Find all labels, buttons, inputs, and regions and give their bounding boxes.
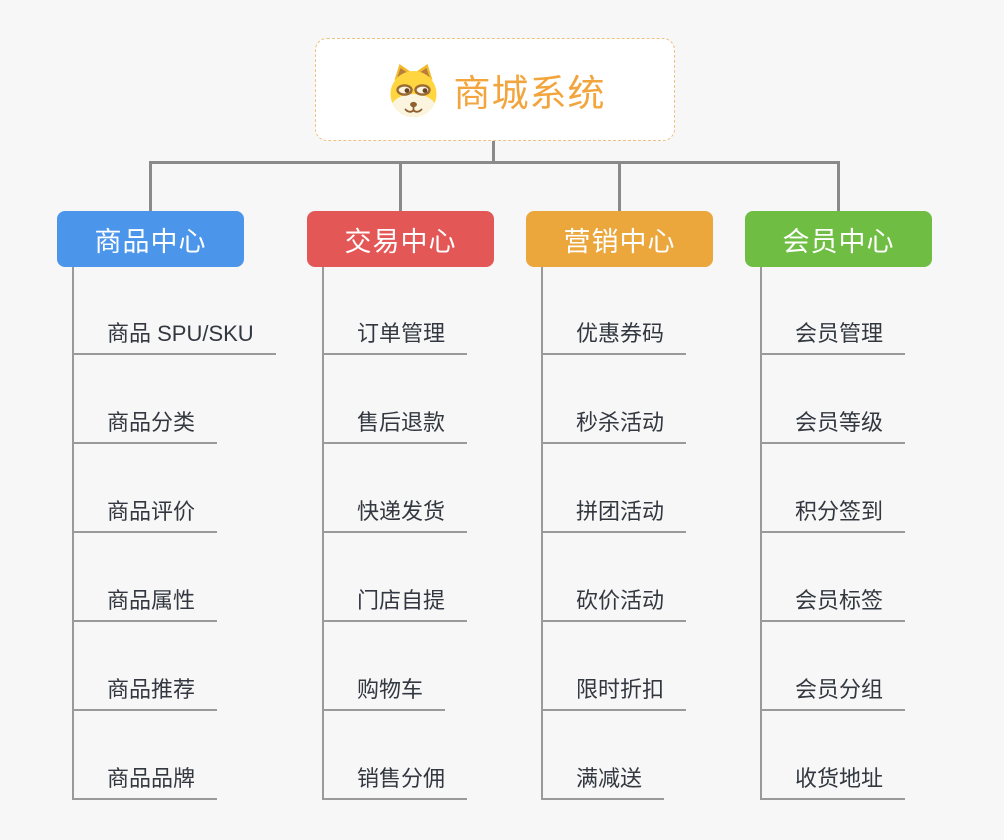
branch-product-center: 商品中心 商品 SPU/SKU 商品分类 商品评价 商品属性 商品推荐 商品品牌 <box>57 211 276 800</box>
list-item[interactable]: 商品品牌 <box>74 711 218 800</box>
list-item[interactable]: 商品评价 <box>74 444 218 533</box>
connector-drop <box>399 161 402 212</box>
item-label: 满减送 <box>576 766 643 791</box>
list-item[interactable]: 销售分佣 <box>324 711 468 800</box>
item-label: 收货地址 <box>795 766 884 791</box>
list-item[interactable]: 购物车 <box>324 622 446 711</box>
item-label: 门店自提 <box>357 588 446 613</box>
item-label: 商品属性 <box>107 588 196 613</box>
connector-drop <box>837 161 840 212</box>
connector-drop <box>618 161 621 212</box>
item-label: 会员分组 <box>795 677 884 702</box>
list-item[interactable]: 限时折扣 <box>543 622 687 711</box>
branch-trade-center: 交易中心 订单管理 售后退款 快递发货 门店自提 购物车 销售分佣 <box>307 211 494 800</box>
list-item[interactable]: 订单管理 <box>324 267 468 355</box>
branch-marketing-center: 营销中心 优惠券码 秒杀活动 拼团活动 砍价活动 限时折扣 满减送 <box>526 211 713 800</box>
branch-label: 商品中心 <box>94 226 207 257</box>
list-item[interactable]: 门店自提 <box>324 533 468 622</box>
branch-label: 交易中心 <box>344 226 457 257</box>
doge-icon <box>390 63 436 117</box>
item-label: 商品 SPU/SKU <box>107 321 254 346</box>
branch-label: 营销中心 <box>563 226 676 257</box>
list-item[interactable]: 快递发货 <box>324 444 468 533</box>
list-item[interactable]: 会员分组 <box>762 622 906 711</box>
item-label: 快递发货 <box>357 499 446 524</box>
list-item[interactable]: 收货地址 <box>762 711 906 800</box>
branch-member-center: 会员中心 会员管理 会员等级 积分签到 会员标签 会员分组 收货地址 <box>745 211 932 800</box>
list-item[interactable]: 满减送 <box>543 711 665 800</box>
item-label: 会员标签 <box>795 588 884 613</box>
branch-items: 优惠券码 秒杀活动 拼团活动 砍价活动 限时折扣 满减送 <box>541 267 687 800</box>
item-label: 秒杀活动 <box>576 410 665 435</box>
list-item[interactable]: 拼团活动 <box>543 444 687 533</box>
item-label: 销售分佣 <box>357 766 446 791</box>
branch-node-marketing[interactable]: 营销中心 <box>526 211 713 267</box>
item-label: 商品推荐 <box>107 677 196 702</box>
item-label: 会员等级 <box>795 410 884 435</box>
branch-items: 商品 SPU/SKU 商品分类 商品评价 商品属性 商品推荐 商品品牌 <box>72 267 276 800</box>
item-label: 订单管理 <box>357 321 446 346</box>
list-item[interactable]: 商品 SPU/SKU <box>74 267 276 355</box>
root-node[interactable]: 商城系统 <box>315 38 675 141</box>
item-label: 积分签到 <box>795 499 884 524</box>
connector-horizontal <box>149 161 840 164</box>
list-item[interactable]: 会员管理 <box>762 267 906 355</box>
branch-label: 会员中心 <box>782 226 895 257</box>
connector-drop <box>149 161 152 212</box>
root-title: 商城系统 <box>453 72 606 114</box>
branch-items: 会员管理 会员等级 积分签到 会员标签 会员分组 收货地址 <box>760 267 906 800</box>
list-item[interactable]: 商品属性 <box>74 533 218 622</box>
item-label: 商品分类 <box>107 410 196 435</box>
list-item[interactable]: 售后退款 <box>324 355 468 444</box>
item-label: 商品品牌 <box>107 766 196 791</box>
list-item[interactable]: 秒杀活动 <box>543 355 687 444</box>
list-item[interactable]: 砍价活动 <box>543 533 687 622</box>
branch-node-member[interactable]: 会员中心 <box>745 211 932 267</box>
branch-node-trade[interactable]: 交易中心 <box>307 211 494 267</box>
item-label: 售后退款 <box>357 410 446 435</box>
item-label: 会员管理 <box>795 321 884 346</box>
list-item[interactable]: 会员等级 <box>762 355 906 444</box>
branch-node-product[interactable]: 商品中心 <box>57 211 244 267</box>
list-item[interactable]: 会员标签 <box>762 533 906 622</box>
list-item[interactable]: 商品推荐 <box>74 622 218 711</box>
branch-items: 订单管理 售后退款 快递发货 门店自提 购物车 销售分佣 <box>322 267 468 800</box>
item-label: 限时折扣 <box>576 677 665 702</box>
item-label: 砍价活动 <box>576 588 665 613</box>
list-item[interactable]: 优惠券码 <box>543 267 687 355</box>
list-item[interactable]: 积分签到 <box>762 444 906 533</box>
item-label: 商品评价 <box>107 499 196 524</box>
item-label: 优惠券码 <box>576 321 665 346</box>
connector-root-stub <box>492 141 495 162</box>
list-item[interactable]: 商品分类 <box>74 355 218 444</box>
item-label: 拼团活动 <box>576 499 665 524</box>
item-label: 购物车 <box>357 677 424 702</box>
